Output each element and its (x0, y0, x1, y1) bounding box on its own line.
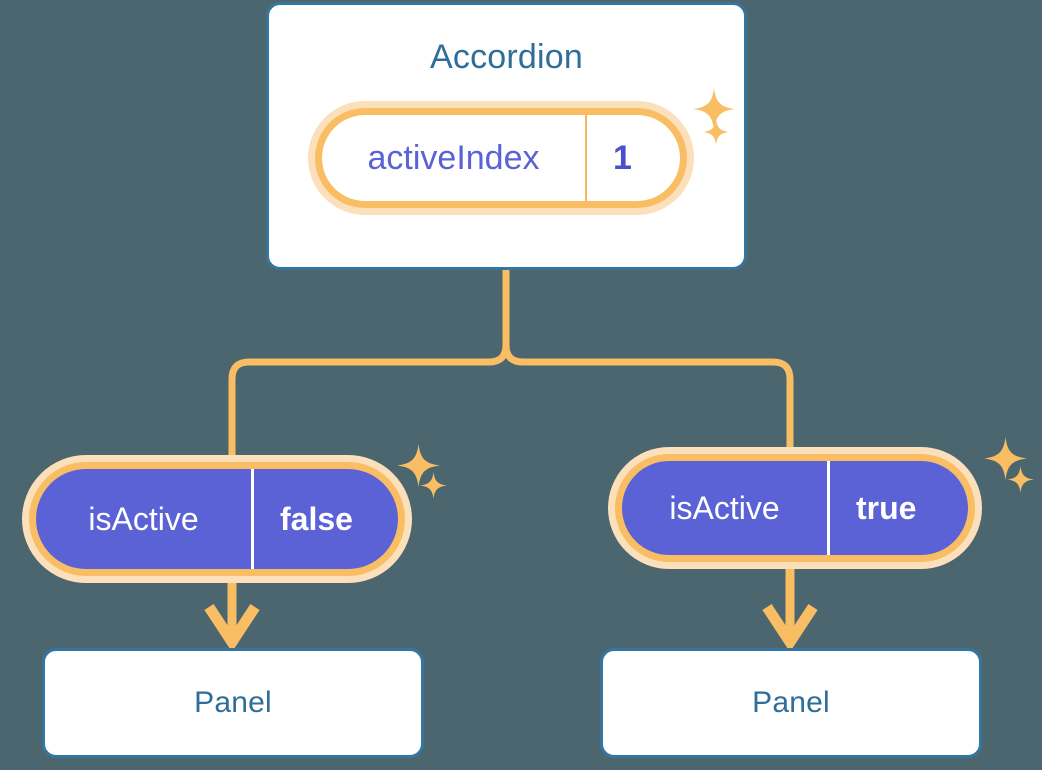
prop-key-label: isActive (669, 489, 780, 526)
prop-pill-inner: activeIndex 1 (322, 115, 680, 201)
prop-key-label: activeIndex (367, 138, 540, 177)
panel-title: Panel (194, 686, 272, 719)
prop-pill-isactive-false[interactable]: isActive false (22, 455, 412, 583)
sparkle-icon (1007, 466, 1034, 493)
sparkle-icon (397, 444, 440, 487)
prop-pill-activeindex[interactable]: activeIndex 1 (308, 101, 694, 215)
prop-key-label: isActive (88, 500, 199, 537)
connector-to-right-branch (502, 266, 794, 462)
arrow-down-icon (204, 603, 260, 653)
prop-value-label: false (251, 469, 379, 569)
prop-value-label: true (827, 461, 942, 555)
panel-component-card-right[interactable]: Panel (600, 648, 982, 758)
sparkle-icon (420, 472, 447, 499)
prop-pill-isactive-true[interactable]: isActive true (608, 447, 982, 569)
prop-pill-inner: isActive true (622, 461, 968, 555)
prop-pill-inner: isActive false (36, 469, 398, 569)
arrow-down-icon (762, 603, 818, 653)
panel-component-card-left[interactable]: Panel (42, 648, 424, 758)
connector-to-left-branch (228, 266, 510, 470)
accordion-title: Accordion (430, 38, 583, 76)
sparkle-icon (984, 437, 1027, 480)
prop-value-label: 1 (585, 115, 658, 201)
panel-title: Panel (752, 686, 830, 719)
